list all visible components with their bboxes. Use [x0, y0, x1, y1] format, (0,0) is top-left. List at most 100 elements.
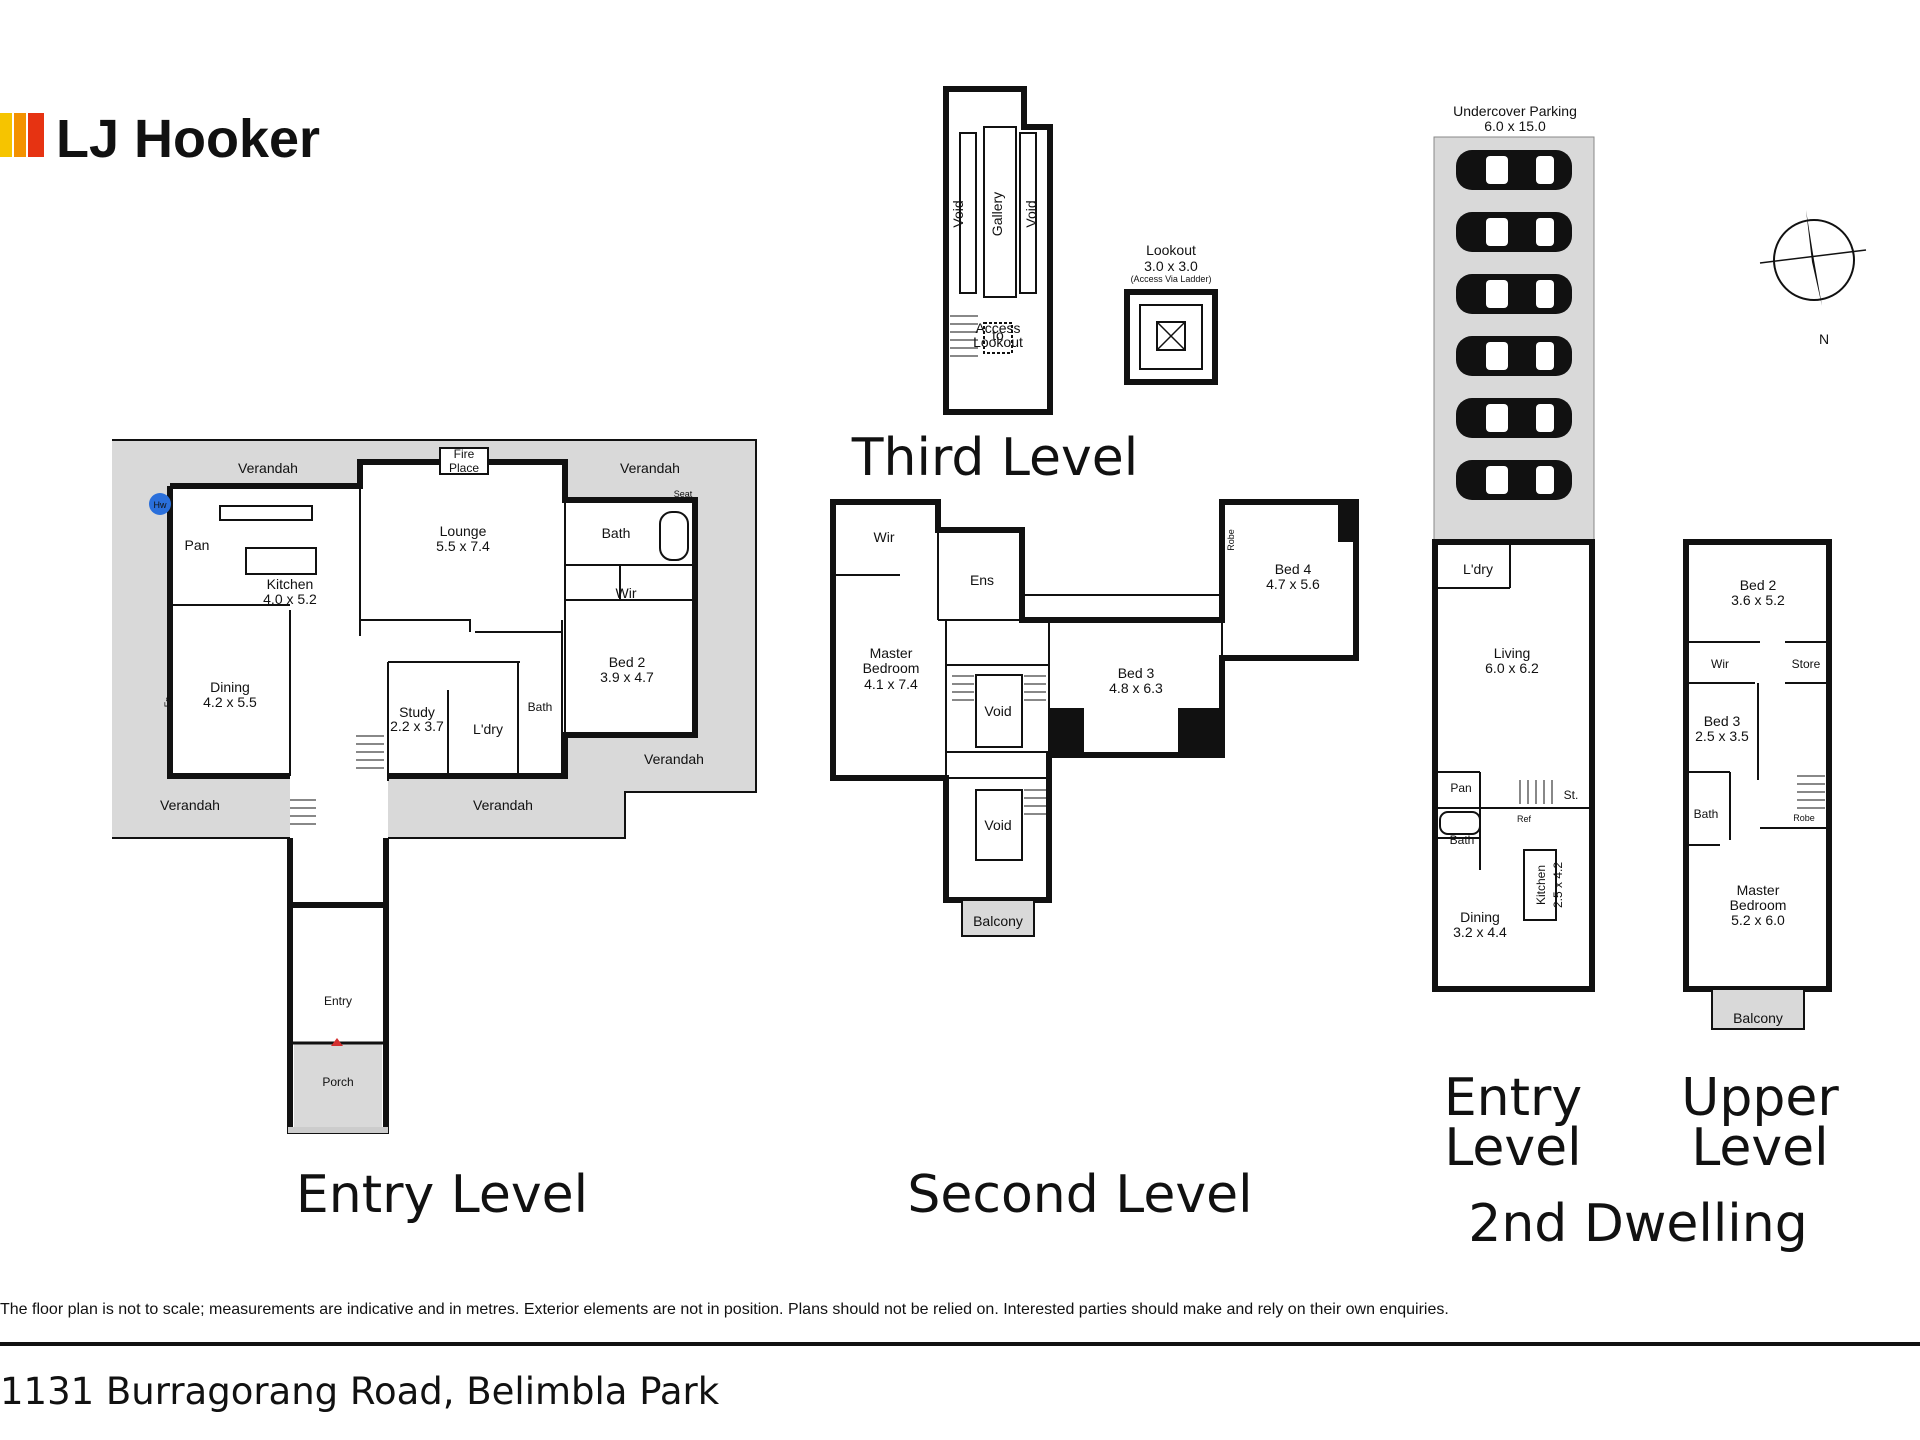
dwelling2-entry-level: L'dry Living 6.0 x 6.2 Pan St. Ref Bath … [1432, 539, 1595, 1178]
bed4-wall-block [1338, 502, 1356, 542]
lj-hooker-logo: LJ Hooker [0, 109, 320, 169]
third-level-stairs-icon [950, 315, 978, 357]
third-level-walls [943, 86, 1053, 415]
bed3-wall-block-left [1049, 708, 1084, 755]
bed4-size: 4.7 x 5.6 [1266, 576, 1320, 592]
access-label-3: Lookout [973, 334, 1023, 350]
bed2-size: 3.9 x 4.7 [600, 669, 654, 685]
balcony-floor [961, 899, 1035, 937]
ensuite-label: Ens [970, 572, 994, 588]
lookout-label: Lookout [1146, 242, 1196, 258]
dwelling2-dining-size: 3.2 x 4.4 [1453, 924, 1507, 940]
gallery-label: Gallery [989, 192, 1005, 236]
seat-label: Seat [674, 489, 693, 499]
dining-size: 4.2 x 5.5 [203, 694, 257, 710]
parking-size: 6.0 x 15.0 [1484, 118, 1546, 134]
master-label-1: Master [870, 645, 913, 661]
master-label-2: Bedroom [863, 660, 920, 676]
dwelling2-upper-interior-walls [1686, 641, 1829, 846]
dwelling2-kitchen-label: Kitchen [1534, 865, 1548, 905]
third-level-plan: Void Gallery Void Access to Lookout Look… [851, 86, 1218, 488]
car-icon [1456, 398, 1572, 438]
fp-label: Fp [163, 697, 173, 708]
master-size: 4.1 x 7.4 [864, 676, 918, 692]
car-icon [1456, 150, 1572, 190]
disclaimer: The floor plan is not to scale; measurem… [0, 1301, 1449, 1318]
dwelling2-upper-title-2: Level [1691, 1118, 1828, 1178]
void-right-label: Void [1023, 200, 1039, 227]
void2-box [975, 789, 1023, 861]
car-icon [1456, 336, 1572, 376]
dwelling2-laundry-label: L'dry [1463, 561, 1493, 577]
kitchen-size: 4.0 x 5.2 [263, 591, 317, 607]
entry-interior [170, 462, 695, 781]
balcony-label: Balcony [973, 913, 1023, 929]
void-left-box [959, 132, 977, 294]
dwelling2-entry-title-2: Level [1444, 1118, 1581, 1178]
logo-wordmark: LJ Hooker [56, 109, 320, 169]
dwelling2-upper-bath-label: Bath [1694, 807, 1719, 821]
footer-divider [0, 1342, 1920, 1346]
porch-floor [294, 1043, 382, 1127]
entry-link-walls [287, 838, 389, 905]
dwelling2-entry-walls [1432, 539, 1595, 992]
car-icon [1456, 460, 1572, 500]
dwelling2-dining-label: Dining [1460, 909, 1500, 925]
parked-cars [1456, 150, 1572, 500]
fire-place-label-2: Place [449, 461, 479, 475]
void-right-box [1019, 132, 1037, 294]
dwelling2-living-label: Living [1494, 645, 1531, 661]
access-hatch [983, 322, 1013, 354]
robe-label: Robe [1226, 529, 1236, 551]
second-wir-label: Wir [874, 529, 895, 545]
entry-level-plan: Hw Verandah Verandah Fire Place Seat Pan… [112, 439, 757, 1225]
kitchen-bench [219, 505, 313, 521]
bed4-label: Bed 4 [1275, 561, 1312, 577]
undercover-parking: Undercover Parking 6.0 x 15.0 [1433, 103, 1595, 543]
fire-place-label-1: Fire [454, 447, 475, 461]
dwelling2-living-size: 6.0 x 6.2 [1485, 660, 1539, 676]
bath2-label: Bath [528, 700, 553, 714]
bed3-label: Bed 3 [1118, 665, 1155, 681]
dwelling2-master-label-2: Bedroom [1730, 897, 1787, 913]
dwelling2-robe-label: Robe [1793, 813, 1815, 823]
entry-interior-walls [172, 486, 695, 781]
verandah-outline [112, 439, 757, 839]
verandah-se-label: Verandah [644, 751, 704, 767]
verandah-sw-label: Verandah [160, 797, 220, 813]
study-label: Study [399, 704, 435, 720]
car-icon [1456, 212, 1572, 252]
fire-place-box [439, 447, 489, 475]
kitchen-label: Kitchen [267, 576, 314, 592]
third-level-outer [943, 127, 1053, 412]
dwelling2-ref-label: Ref [1517, 814, 1532, 824]
lookout-size: 3.0 x 3.0 [1144, 258, 1198, 274]
dwelling2-upper-stairs-icon [1797, 775, 1825, 809]
dwelling2-entry-title-1: Entry [1444, 1068, 1582, 1128]
you-are-here-icon [331, 1038, 343, 1046]
gallery-box [983, 126, 1017, 298]
entry-walls [167, 459, 698, 779]
compass-north-label: N [1819, 331, 1829, 347]
logo-stripe-orange [14, 113, 26, 157]
lounge-size: 5.5 x 7.4 [436, 538, 490, 554]
bed3-size: 4.8 x 6.3 [1109, 680, 1163, 696]
dwelling2-upper-level: Bed 2 3.6 x 5.2 Wir Store Bed 3 2.5 x 3.… [1681, 539, 1839, 1178]
kitchen-island [245, 547, 317, 575]
dwelling2-upper-store-label: Store [1792, 657, 1821, 671]
lookout-note: (Access Via Ladder) [1131, 274, 1212, 284]
verandah-nw-label: Verandah [238, 460, 298, 476]
bathtub-icon [659, 511, 689, 561]
dwelling2-kitchen-size: 2.5 x 4.2 [1551, 862, 1565, 908]
dwelling2-master-label-1: Master [1737, 882, 1780, 898]
dwelling2-store-label: St. [1564, 788, 1579, 802]
second-level-stairs-icon [952, 675, 1046, 815]
verandah-s-label: Verandah [473, 797, 533, 813]
access-label-1: Access [975, 320, 1020, 336]
void2-label: Void [984, 817, 1011, 833]
entry-stairs-icon [290, 735, 384, 825]
hw-label: Hw [154, 500, 167, 510]
entry-label: Entry [324, 994, 352, 1008]
porch-step [288, 1127, 388, 1133]
